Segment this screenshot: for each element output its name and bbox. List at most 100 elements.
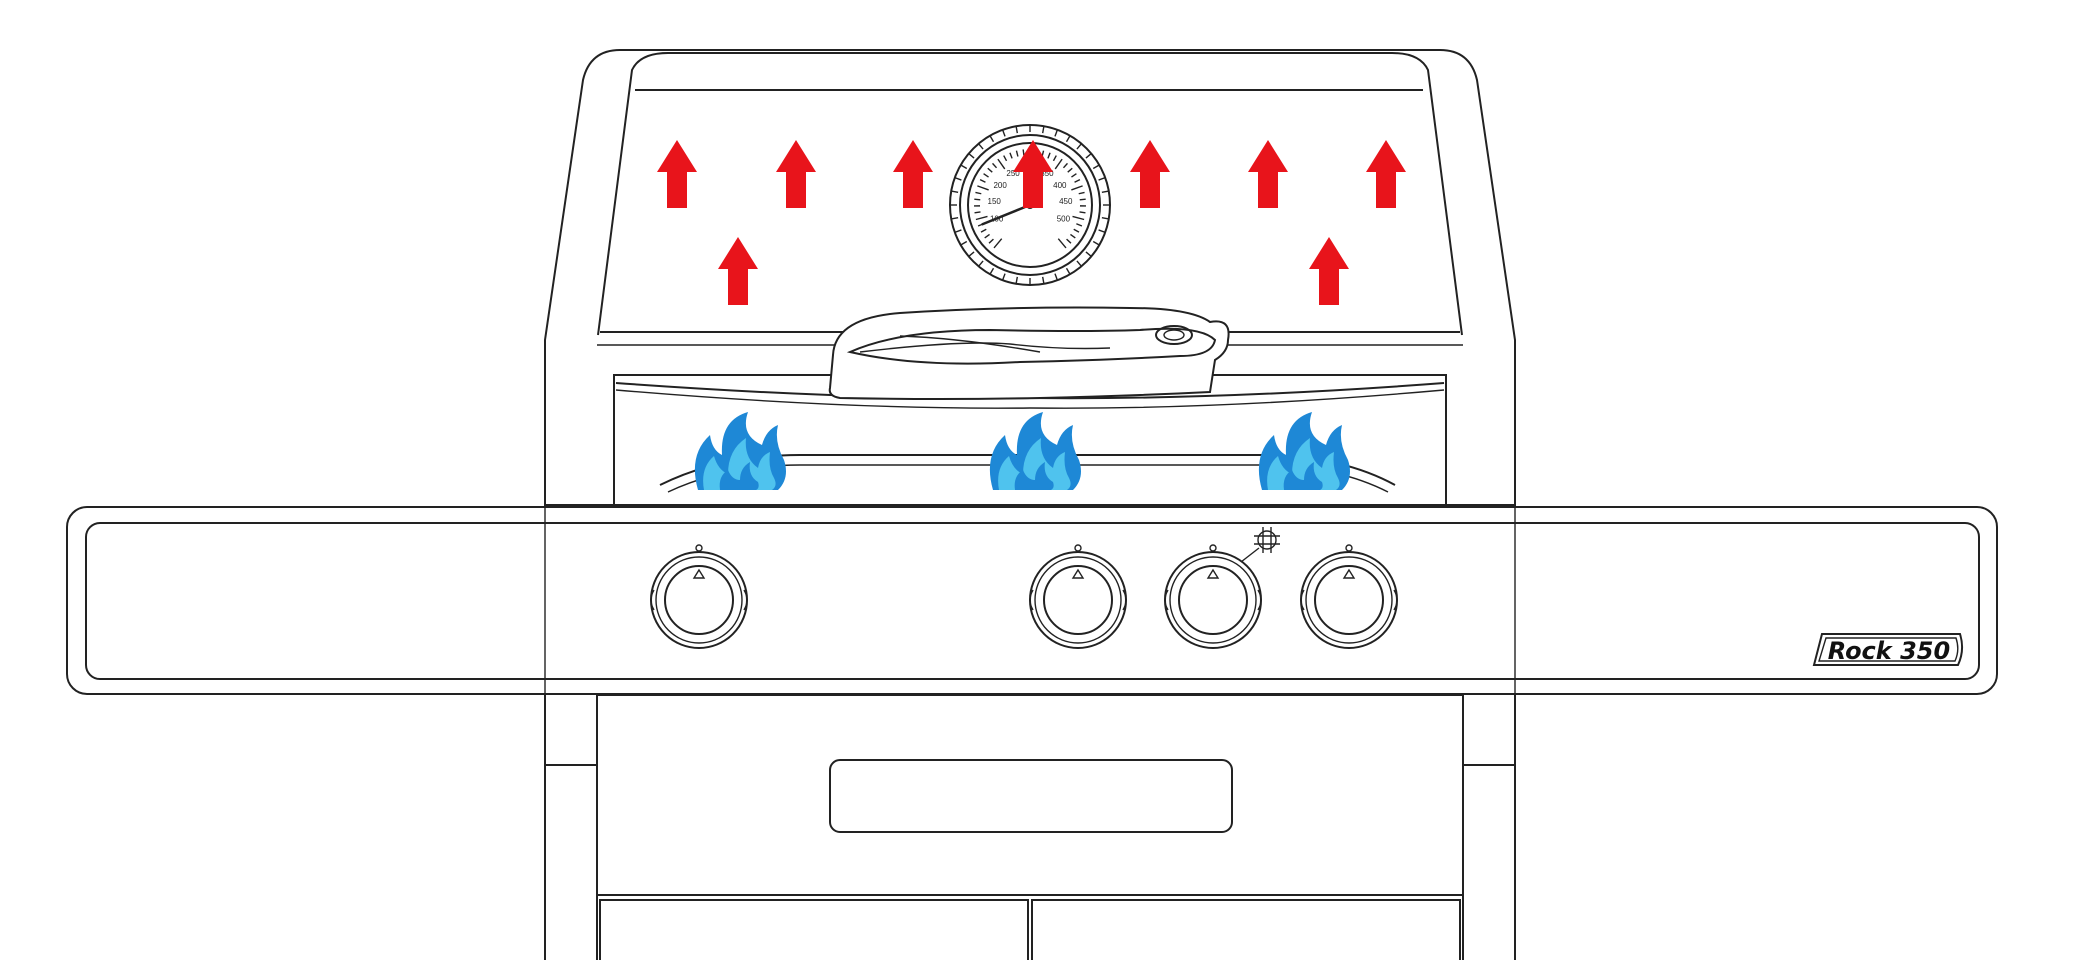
bezel-notch	[1101, 190, 1109, 194]
bezel-notch	[989, 267, 995, 275]
bezel-notch	[1092, 164, 1100, 170]
gauge-tick	[1071, 185, 1083, 191]
heat-arrows	[657, 140, 1406, 305]
bezel-notch	[951, 216, 959, 220]
gauge-tick	[979, 178, 986, 183]
gauge-tick	[993, 238, 1003, 249]
bezel-notch	[1098, 176, 1106, 181]
heat-arrow-icon	[1248, 140, 1288, 208]
gauge-ring	[959, 134, 1101, 276]
burner-knob[interactable]	[1300, 544, 1398, 649]
ignition-icon	[1240, 527, 1280, 563]
gauge-tick	[975, 215, 988, 221]
heat-arrow-icon	[776, 140, 816, 208]
cabinet	[596, 694, 1464, 960]
gauge-tick-label: 200	[993, 181, 1007, 190]
gauge-tick	[1015, 150, 1019, 157]
heat-arrow-icon	[1309, 237, 1349, 305]
gauge-needle	[981, 203, 1031, 226]
heat-arrow-icon	[893, 140, 933, 208]
bezel-notch	[1054, 273, 1059, 281]
bezel-notch	[989, 135, 995, 143]
bezel-notch	[1065, 135, 1071, 143]
flame-icon	[989, 412, 1081, 490]
gauge-tick	[1070, 233, 1076, 239]
burner-knob[interactable]	[1164, 544, 1262, 649]
bezel-notch	[954, 229, 962, 234]
gauge-tick-label: 150	[988, 197, 1002, 206]
bezel-notch	[978, 143, 984, 150]
gauge-tick	[1067, 167, 1073, 173]
cabinet-door-right[interactable]	[1031, 899, 1461, 960]
brand-name: Rock 350	[1828, 637, 1950, 665]
bezel-notch	[1054, 129, 1059, 137]
heat-arrow-icon	[1013, 140, 1053, 208]
gauge-tick	[1076, 223, 1083, 227]
steak-icon	[828, 306, 1230, 400]
gauge-tick	[1054, 158, 1063, 170]
gauge-tick	[980, 228, 987, 233]
knob-pointer-icon	[692, 568, 706, 579]
heat-arrow-icon	[1130, 140, 1170, 208]
gauge-tick	[975, 191, 982, 195]
bezel-notch	[1098, 229, 1106, 234]
bezel-notch	[1065, 267, 1071, 275]
bezel-notch	[968, 153, 975, 159]
bezel-notch	[1015, 276, 1019, 284]
gauge-tick	[1009, 152, 1013, 159]
burner-knob[interactable]	[1029, 544, 1127, 649]
gauge-tick	[1072, 215, 1085, 221]
heat-arrow-icon	[1366, 140, 1406, 208]
gauge-tick	[984, 233, 990, 239]
gauge-tick-label: 450	[1059, 197, 1073, 206]
gauge-tick	[997, 158, 1006, 170]
brand-badge: Rock 350	[1812, 633, 1964, 666]
bezel-notch	[968, 251, 975, 257]
gauge-tick	[974, 198, 981, 201]
bezel-notch	[1085, 153, 1092, 159]
burner-knob[interactable]	[650, 544, 748, 649]
bezel-notch	[1015, 126, 1019, 134]
gauge-tick	[988, 238, 994, 244]
bezel-notch	[1101, 216, 1109, 220]
gauge-tick	[983, 173, 989, 178]
knob-indicator-dot	[695, 544, 703, 552]
bezel-notch	[1076, 143, 1082, 150]
knob-pointer-icon	[1206, 568, 1220, 579]
knob-indicator-dot	[1074, 544, 1082, 552]
gauge-tick	[1022, 149, 1025, 156]
flame-icon	[694, 412, 786, 490]
knob-indicator-dot	[1209, 544, 1217, 552]
bezel-notch	[960, 164, 968, 170]
gauge-tick	[1074, 178, 1081, 183]
knob-indicator-dot	[1345, 544, 1353, 552]
heat-arrow-icon	[718, 237, 758, 305]
heat-arrow-icon	[657, 140, 697, 208]
gauge-tick	[1071, 173, 1077, 178]
cabinet-handle[interactable]	[829, 759, 1233, 833]
bezel-notch	[978, 260, 984, 267]
gauge-tick	[1073, 228, 1080, 233]
gauge-tick	[1052, 155, 1057, 162]
bezel-notch	[954, 176, 962, 181]
gauge-tick-label: 350	[1040, 169, 1054, 178]
gauge-tick-label: 400	[1053, 181, 1067, 190]
burner-flames	[694, 412, 1350, 490]
burner-knobs	[650, 544, 1398, 649]
flame-icon	[1258, 412, 1350, 490]
gauge-tick	[987, 167, 993, 173]
bezel-notch	[1092, 240, 1100, 246]
cabinet-door-left[interactable]	[599, 899, 1029, 960]
gauge-tick-label: 500	[1057, 214, 1071, 223]
gauge-tick	[1079, 211, 1086, 214]
knob-pointer-icon	[1071, 568, 1085, 579]
gauge-tick	[1078, 191, 1085, 195]
bezel-notch	[1001, 273, 1006, 281]
gauge-tick	[1057, 238, 1067, 249]
bezel-notch	[1041, 276, 1045, 284]
gauge-tick	[1079, 198, 1086, 201]
gauge-tick	[1066, 238, 1072, 244]
gauge-tick	[992, 162, 998, 169]
gauge-tick	[1047, 152, 1051, 159]
